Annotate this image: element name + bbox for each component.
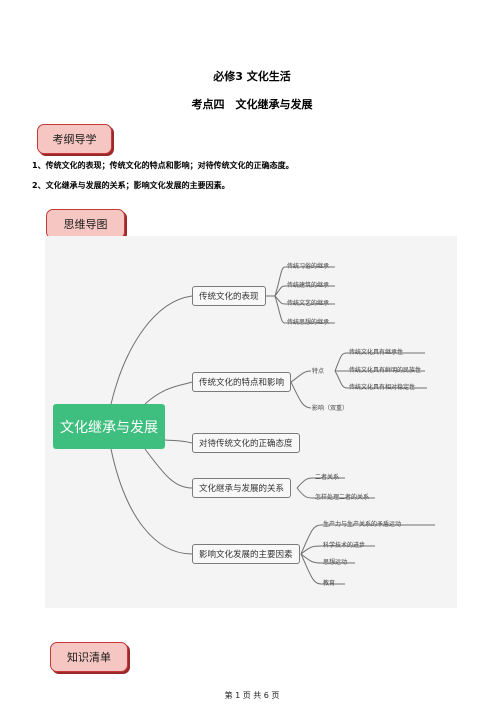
leaf-arts: 传统文艺的继承 [287,300,330,307]
section-badge-knowledge: 知识清单 [50,642,128,672]
branch-factors: 影响文化发展的主要因素 [192,544,300,564]
page-footer: 第 1 页 共 6 页 [224,691,280,700]
leaf-education: 教育 [323,580,336,587]
leaf-handling: 怎样处理二者的关系 [315,494,370,501]
leaf-customs: 传统习俗的继承 [287,263,330,270]
branch-relationship: 文化继承与发展的关系 [192,478,292,498]
mind-map-root: 文化继承与发展 [53,404,165,449]
sub-influence: 影响（双重） [312,405,349,412]
leaf-stability: 传统文化具有相对稳定性 [349,384,416,391]
leaf-national: 传统文化具有鲜明的民族性 [349,367,422,374]
doc-title: 必修3 文化生活 [213,70,291,83]
sub-traits: 特点 [312,368,325,375]
branch-traits-influence: 传统文化的特点和影响 [192,372,292,392]
leaf-architecture: 传统建筑的继承 [287,282,330,289]
leaf-production: 生产力与生产关系的矛盾运动 [323,521,402,528]
doc-subtitle: 考点四 文化继承与发展 [191,98,313,111]
leaf-thought: 传统思想的继承 [287,319,330,326]
leaf-relationship: 二者关系 [315,474,340,481]
leaf-thought-movement: 思想运动 [323,559,348,566]
leaf-inheritance: 传统文化具有继承性 [349,349,404,356]
mind-map: 文化继承与发展 传统文化的表现 传统习俗的继承 传统建筑的继承 传统文艺的继承 … [45,236,457,608]
branch-traditional-forms: 传统文化的表现 [192,286,266,306]
section-badge-mindmap: 思维导图 [46,209,125,239]
branch-correct-attitude: 对待传统文化的正确态度 [192,433,300,453]
section-badge-outline: 考纲导学 [37,124,112,154]
leaf-science: 科学技术的进步 [323,542,366,549]
objective-item-1: 1、传统文化的表现；传统文化的特点和影响；对待传统文化的正确态度。 [32,161,294,170]
objective-item-2: 2、文化继承与发展的关系；影响文化发展的主要因素。 [32,181,230,190]
